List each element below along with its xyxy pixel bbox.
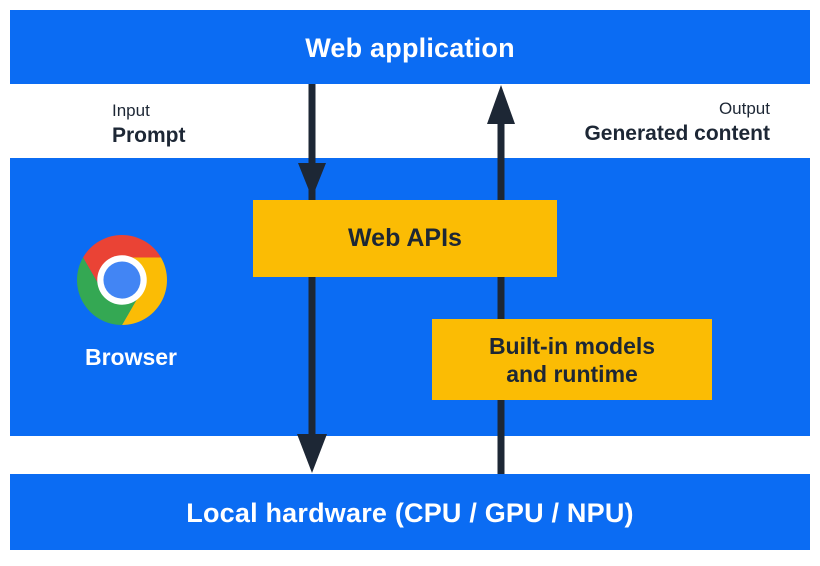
input-flow-label: Input Prompt [112, 101, 186, 148]
local-hardware-label: Local hardware (CPU / GPU / NPU) [186, 498, 634, 528]
web-application-label: Web application [305, 33, 515, 63]
input-caption: Input [112, 101, 150, 120]
builtin-models-box: Built-in models and runtime [432, 319, 712, 400]
builtin-models-label-line2: and runtime [506, 360, 638, 387]
local-hardware-bar: Local hardware (CPU / GPU / NPU) [10, 474, 810, 550]
browser-label: Browser [84, 344, 178, 370]
web-apis-label: Web APIs [348, 224, 462, 252]
web-application-bar: Web application [10, 10, 810, 84]
builtin-models-label-line1: Built-in models [488, 332, 656, 359]
input-value-label: Prompt [112, 124, 186, 147]
output-caption: Output [718, 99, 770, 118]
chrome-logo-icon [77, 235, 167, 325]
web-apis-box: Web APIs [253, 200, 557, 277]
output-value-label: Generated content [584, 122, 770, 145]
output-flow-label: Output Generated content [584, 99, 770, 146]
